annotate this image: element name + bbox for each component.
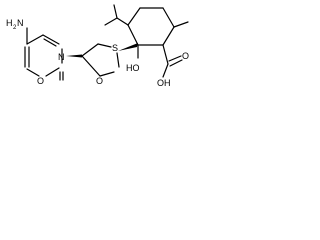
bond [116, 52, 120, 68]
amine-label: H 2 N [6, 18, 24, 31]
hydroxyl-label: HO [126, 63, 140, 73]
carboxylic-acid-group [162, 44, 183, 78]
amine-subscript: 2 [13, 25, 17, 31]
double-bond [169, 59, 183, 67]
ring-nitrogen: N [58, 52, 65, 62]
bond [162, 26, 175, 46]
bond [116, 17, 129, 26]
double-bond [168, 55, 182, 62]
cytosine-ring [24, 27, 64, 81]
bond [162, 44, 169, 65]
bond [81, 43, 99, 57]
bond [127, 24, 139, 46]
acid-carbonyl-oxygen: O [182, 51, 189, 61]
bond [97, 43, 112, 48]
oxathiolane-ring [81, 43, 120, 77]
chemical-structure-diagram: H 2 N N O O S HO O OH [0, 0, 207, 101]
bond [26, 68, 40, 77]
bond [42, 34, 60, 45]
bond [127, 7, 141, 26]
bond [26, 34, 44, 45]
wedge-bond [118, 43, 138, 51]
bond [99, 71, 115, 77]
bond [104, 17, 118, 26]
cyclohexane-ring [127, 7, 175, 46]
bond [162, 7, 175, 28]
bond [113, 4, 118, 19]
bond [81, 55, 101, 77]
acid-hydroxyl-label: OH [157, 78, 171, 88]
double-bond [43, 38, 57, 47]
amine-n: N [17, 18, 24, 28]
molecule-drawing: H 2 N N O O S HO O OH [6, 4, 189, 88]
amine-h: H [6, 18, 13, 28]
wedge-bond [66, 54, 82, 58]
bond [162, 63, 169, 78]
ring-sulfur: S [112, 43, 118, 53]
bond [45, 67, 60, 77]
isopropyl-group [104, 4, 129, 26]
carbonyl-oxygen: O [37, 76, 44, 86]
methyl-bond [173, 21, 189, 28]
ring-oxygen: O [96, 76, 103, 86]
